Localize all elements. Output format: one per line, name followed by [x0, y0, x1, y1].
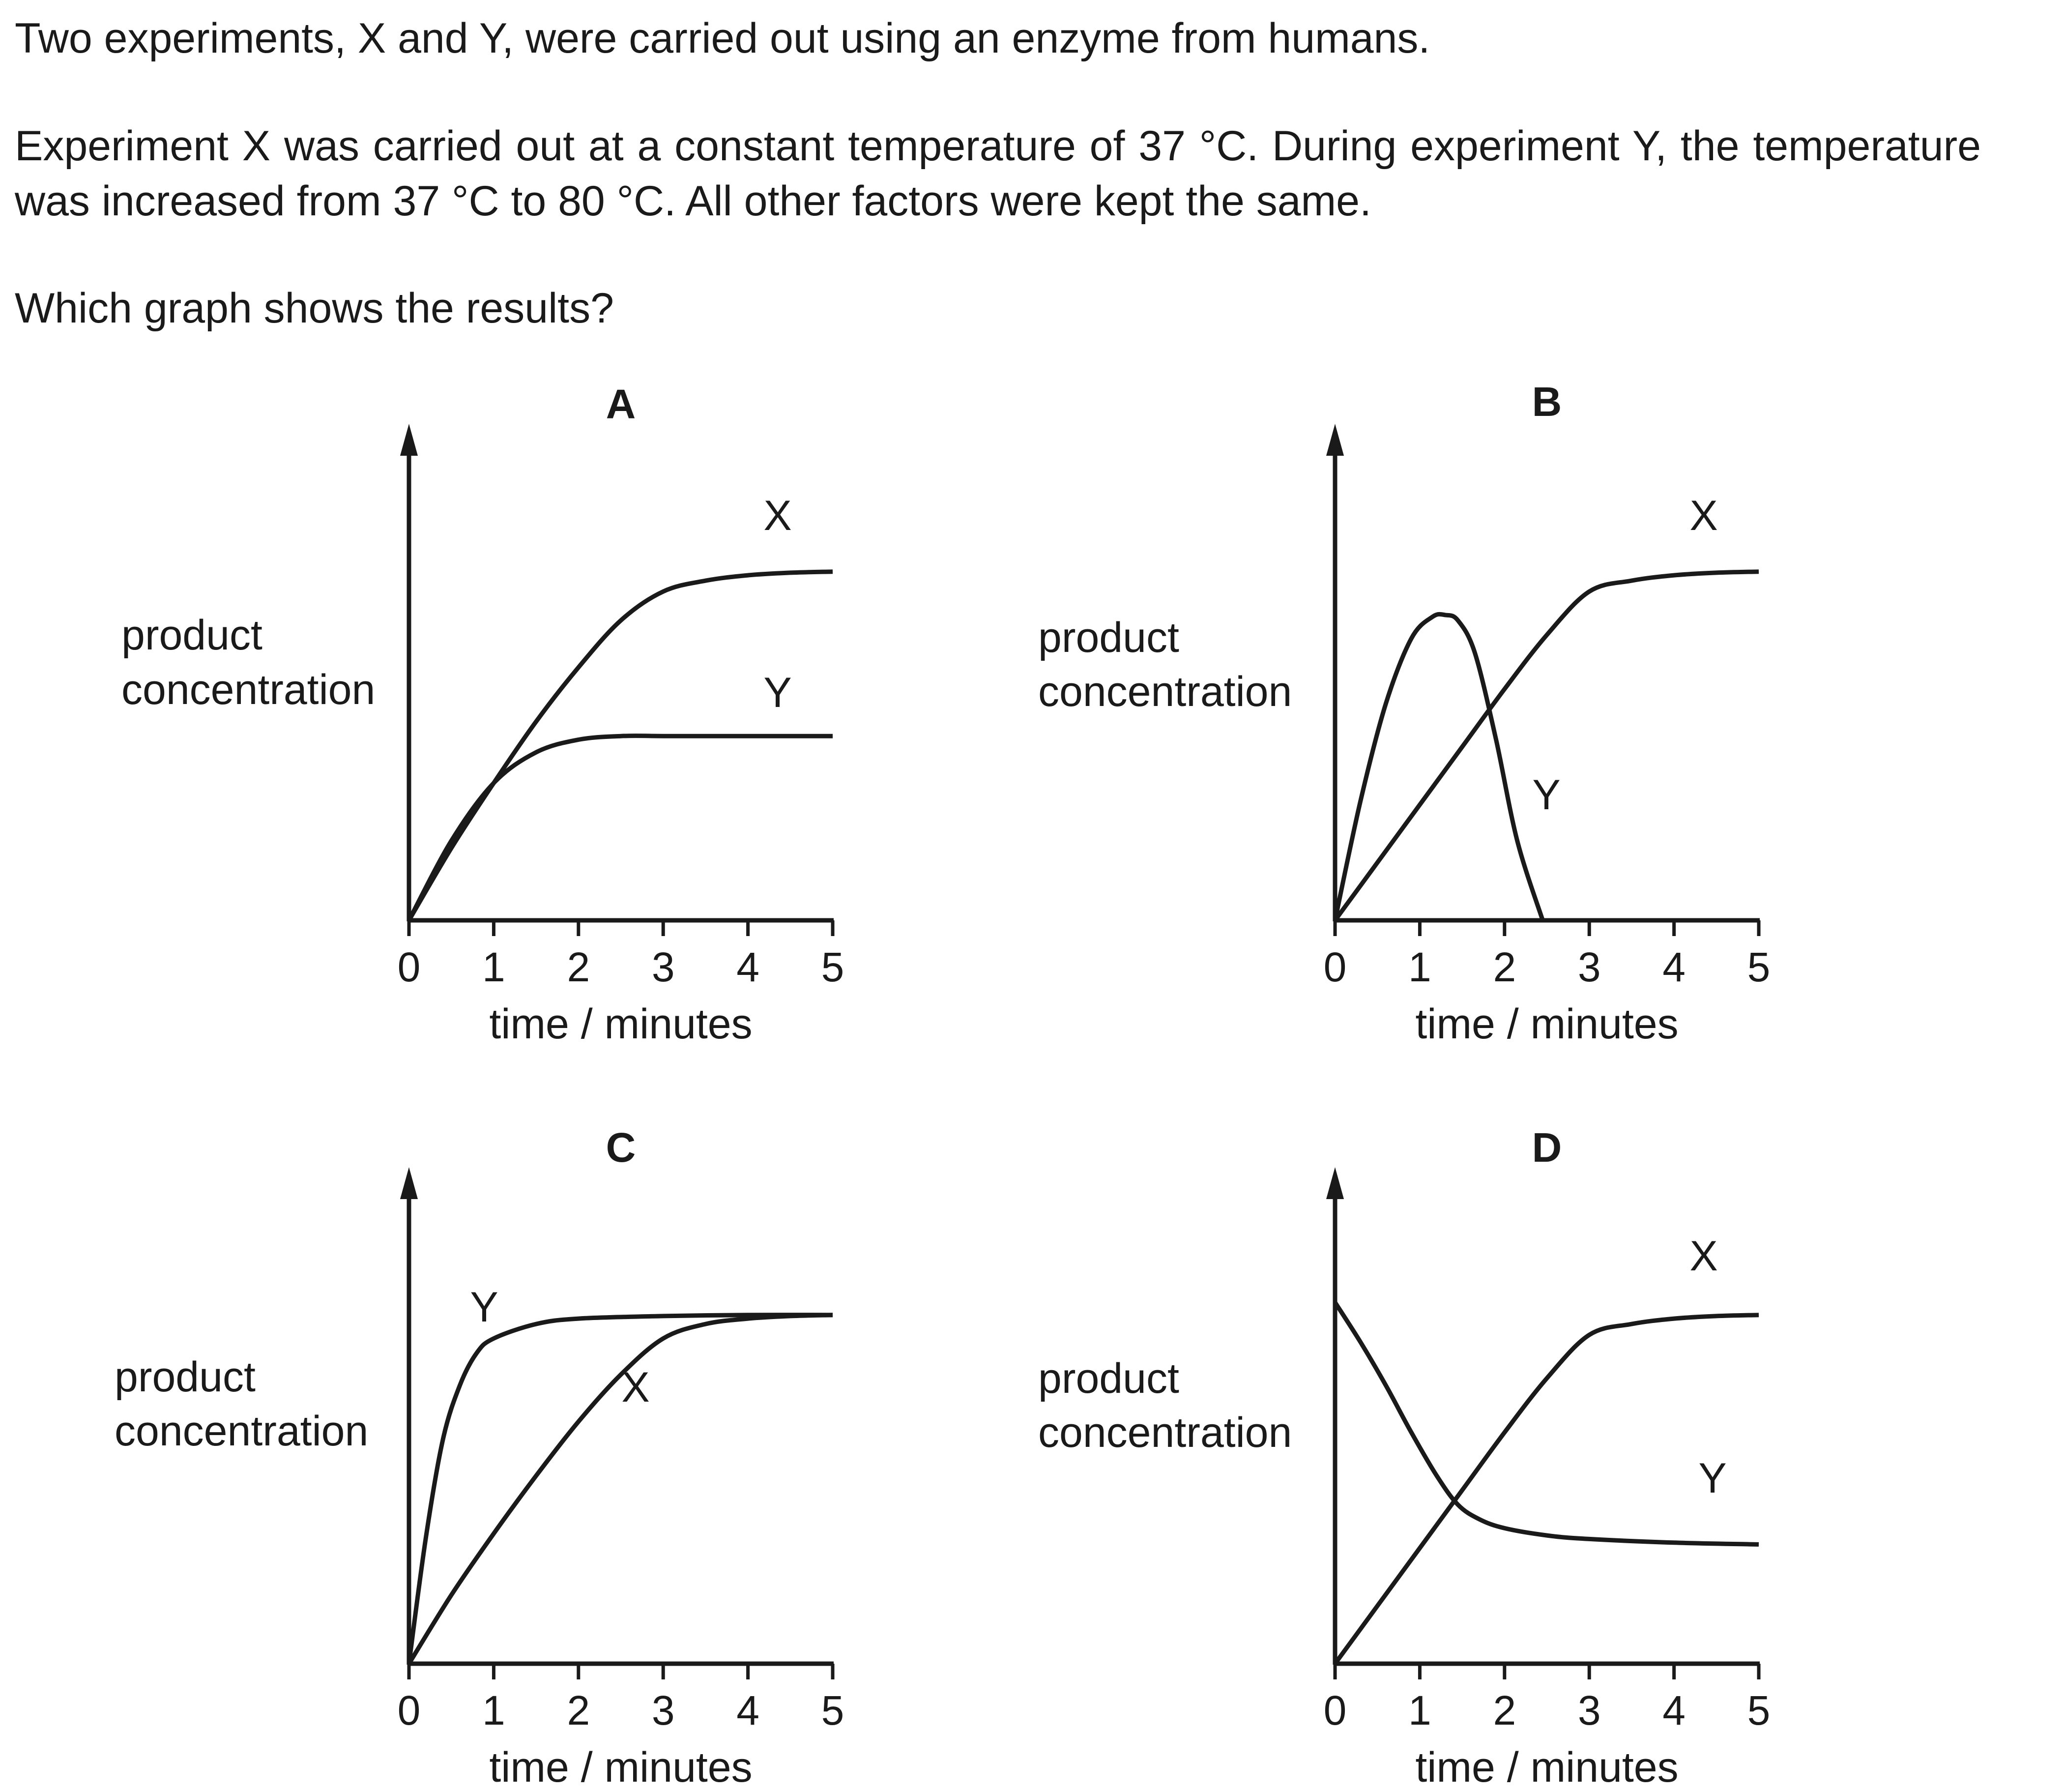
series-label-y: Y: [470, 1284, 498, 1331]
x-tick-label: 5: [821, 944, 844, 990]
x-tick-label: 2: [567, 944, 590, 990]
experiment-description: Experiment X was carried out at a consta…: [15, 122, 1981, 225]
x-tick-label: 5: [1747, 1687, 1771, 1733]
y-axis-arrow-icon: [400, 1167, 418, 1199]
series-label-x: X: [1689, 492, 1717, 539]
series-line-y: [407, 734, 833, 922]
y-axis-label: concentration: [121, 666, 375, 713]
y-axis-arrow-icon: [1326, 1167, 1344, 1199]
chart-title-b: B: [1532, 379, 1562, 425]
x-tick-label: 3: [1578, 1687, 1601, 1733]
question-stem: Two experiments, X and Y, were carried o…: [15, 15, 1430, 62]
y-axis-arrow-icon: [400, 424, 418, 456]
x-tick-label: 0: [1324, 1687, 1347, 1733]
x-axis-label: time / minutes: [489, 1744, 752, 1791]
chart-title-a: A: [606, 381, 636, 427]
x-tick-label: 4: [736, 1687, 759, 1733]
x-tick-label: 2: [1493, 944, 1516, 990]
series-line-y: [1333, 1301, 1759, 1547]
y-axis-label: concentration: [1038, 668, 1292, 715]
x-tick-label: 2: [1493, 1687, 1516, 1733]
x-tick-label: 4: [736, 944, 759, 990]
series-label-y: Y: [763, 669, 791, 716]
x-axis-label: time / minutes: [1415, 1000, 1678, 1048]
chart-c: C 0 1 2 3 4 5 time / minutes product concentratio…: [115, 1124, 844, 1791]
x-tick-label: 3: [1578, 944, 1601, 990]
x-tick-label: 2: [567, 1687, 590, 1733]
y-axis-label: concentration: [115, 1408, 368, 1455]
series-line-y: [1333, 612, 1545, 921]
x-tick-label: 3: [652, 1687, 675, 1733]
x-tick-label: 5: [821, 1687, 844, 1733]
x-tick-label: 3: [652, 944, 675, 990]
question-prompt: Which graph shows the results?: [15, 285, 614, 332]
x-axis-label: time / minutes: [1415, 1744, 1678, 1791]
chart-title-c: C: [606, 1124, 636, 1171]
series-label-y: Y: [1698, 1455, 1726, 1502]
x-tick-label: 1: [1408, 1687, 1431, 1733]
y-axis-label: concentration: [1038, 1409, 1292, 1456]
chart-b: B 0 1 2 3 4 5 time / minutes product concentratio…: [1038, 379, 1770, 1048]
x-tick-label: 0: [1324, 944, 1347, 990]
y-axis-label: product: [1038, 1355, 1179, 1402]
series-label-x: X: [763, 492, 791, 539]
x-tick-label: 1: [482, 944, 505, 990]
x-axis-label: time / minutes: [489, 1000, 752, 1048]
chart-a: A 0 1 2 3 4 5 time / minutes product concentratio…: [121, 381, 844, 1048]
y-axis-label: product: [1038, 614, 1179, 661]
x-tick-label: 1: [1408, 944, 1431, 990]
chart-d: D 0 1 2 3 4 5 time / minutes product concentratio…: [1038, 1124, 1770, 1791]
series-label-x: X: [621, 1364, 649, 1411]
series-line-x: [407, 569, 833, 922]
series-label-x: X: [1689, 1233, 1717, 1280]
series-line-x: [407, 1313, 833, 1665]
x-tick-label: 4: [1662, 1687, 1686, 1733]
y-axis-label: product: [115, 1353, 256, 1401]
series-line-x: [1333, 1313, 1759, 1665]
chart-title-d: D: [1532, 1124, 1562, 1171]
series-line-x: [1333, 569, 1759, 922]
series-line-y: [407, 1313, 833, 1664]
series-label-y: Y: [1532, 771, 1560, 819]
x-tick-label: 4: [1662, 944, 1686, 990]
x-tick-label: 5: [1747, 944, 1771, 990]
y-axis-arrow-icon: [1326, 424, 1344, 456]
x-tick-label: 1: [482, 1687, 505, 1733]
x-tick-label: 0: [398, 944, 421, 990]
x-tick-label: 0: [398, 1687, 421, 1733]
y-axis-label: product: [121, 612, 262, 659]
